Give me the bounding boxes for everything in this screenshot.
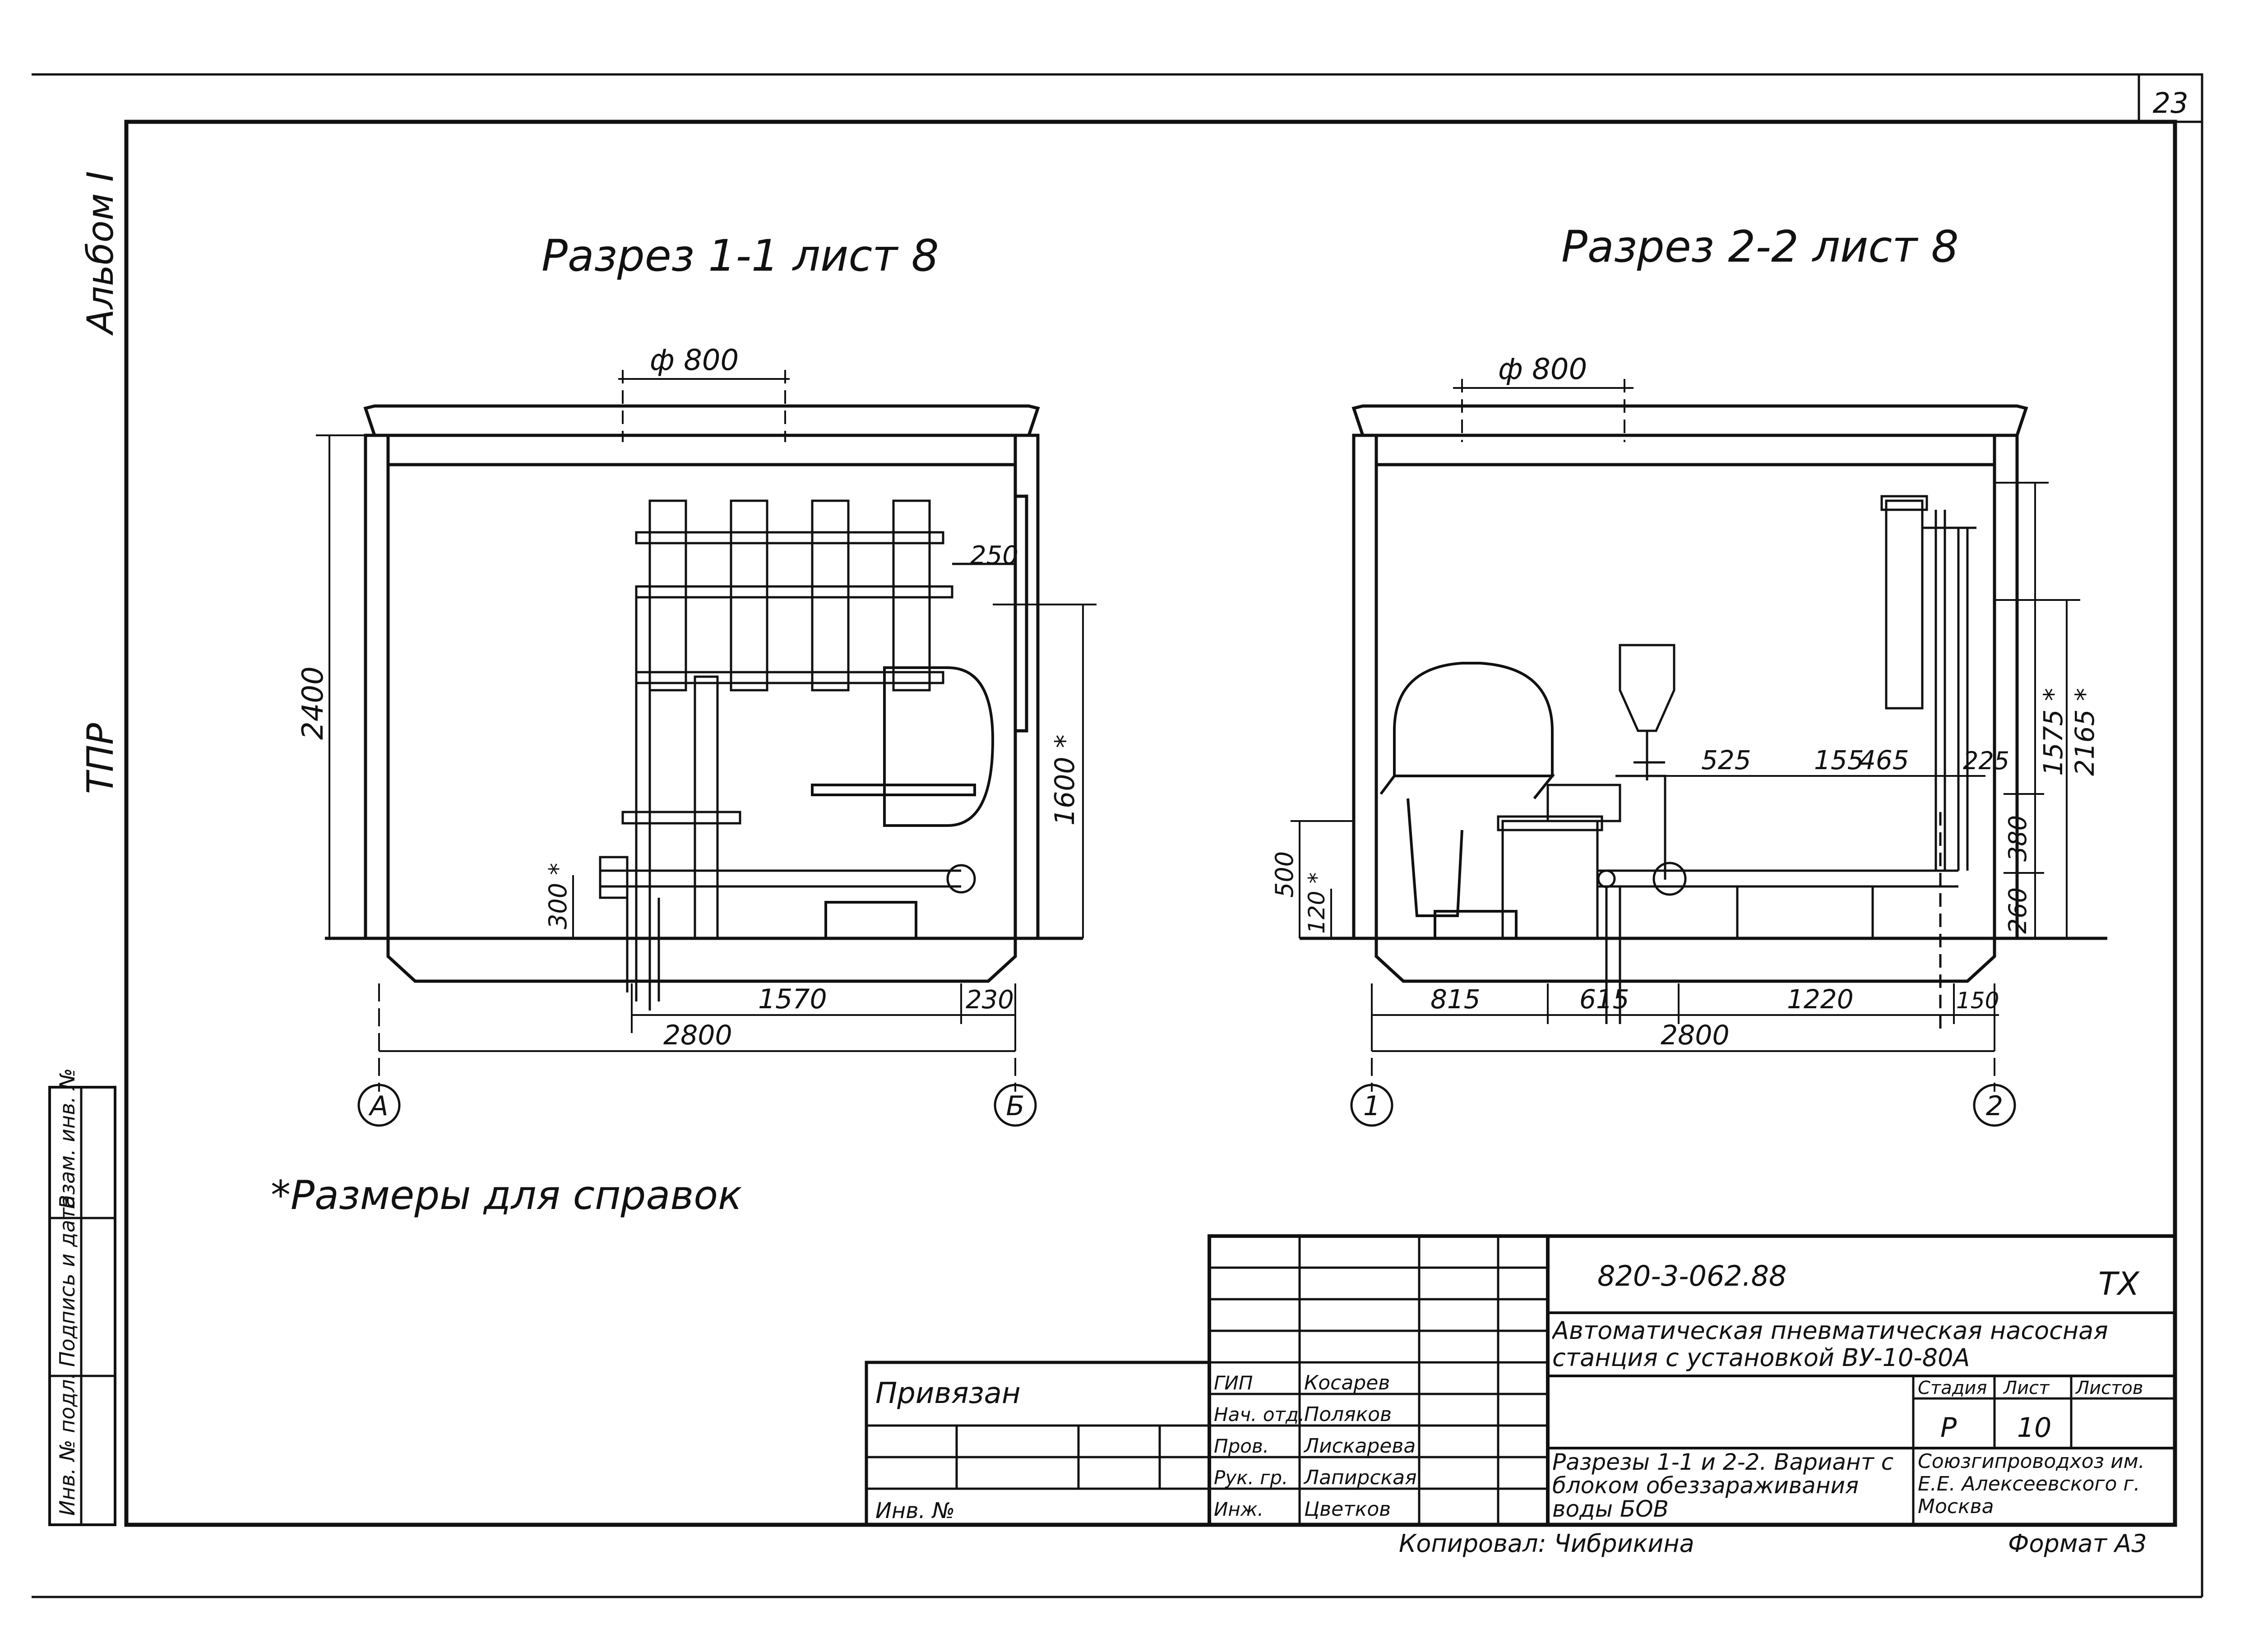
dim-2800-label-2: 2800 bbox=[1661, 1020, 1730, 1051]
dim-2400: 2400 bbox=[296, 434, 366, 938]
project-title: Автоматическая пневматическая насосная с… bbox=[1552, 1317, 2108, 1372]
axis-bubbles-2-2: 1 2 bbox=[1350, 1084, 2016, 1127]
axis-b-label: Б bbox=[1006, 1090, 1024, 1122]
pressure-tank-2-2 bbox=[1379, 662, 1555, 940]
dim-2800-label: 2800 bbox=[663, 1020, 732, 1051]
dim-155-label: 155 bbox=[1814, 745, 1864, 775]
dim-615-label: 615 bbox=[1579, 984, 1629, 1015]
dim-120-label: 120 * bbox=[1304, 872, 1330, 934]
section-1-1: Разрез 1-1 лист 8 bbox=[296, 231, 1097, 1127]
dim-230-label: 230 bbox=[966, 985, 1014, 1015]
dim-815-label: 815 bbox=[1430, 984, 1481, 1015]
axis-1-label: 1 bbox=[1363, 1090, 1380, 1122]
dim-225-label: 225 bbox=[1963, 747, 2009, 775]
role-check: Пров. bbox=[1214, 1435, 1269, 1457]
sheet-format: Формат А3 bbox=[2008, 1529, 2147, 1558]
dim-500-label: 500 bbox=[1270, 851, 1299, 898]
name-4: Лапирская bbox=[1303, 1466, 1417, 1489]
doc-code: 820-3-062.88 bbox=[1597, 1260, 1786, 1292]
pipeline-2-2 bbox=[1597, 862, 1958, 1024]
dim-300-label: 300 * bbox=[544, 863, 572, 929]
stamp-replacing-inv: Взам. инв. № bbox=[55, 1068, 79, 1209]
axis-a-label: А bbox=[368, 1090, 388, 1122]
axis-2-label: 2 bbox=[1986, 1090, 2003, 1122]
album-label: Альбом I bbox=[79, 171, 121, 336]
dim-260-label: 260 bbox=[2004, 887, 2032, 934]
dim-525-label: 525 bbox=[1701, 745, 1751, 775]
dim-phi-label: ф 800 bbox=[650, 344, 739, 377]
dim-1600-label: 1600 * bbox=[1049, 734, 1081, 826]
doc-mark: ТХ bbox=[2098, 1265, 2140, 1302]
dim-phi-800-1-1: ф 800 bbox=[618, 344, 790, 442]
disinfection-unit bbox=[1497, 644, 1675, 940]
dim-380-label: 380 bbox=[2004, 815, 2032, 862]
sheet-number-value: 10 bbox=[2017, 1412, 2051, 1444]
stamp-inv-original: Инв. № подл. bbox=[55, 1373, 79, 1516]
dim-right-2-2: 1575 * 2165 * 380 260 bbox=[1994, 482, 2100, 938]
series-label: ТПР bbox=[79, 723, 121, 794]
sheet-number: 23 bbox=[2153, 87, 2189, 120]
filter-column-2-2 bbox=[1880, 495, 1976, 1029]
dim-1575-label: 1575 * bbox=[2038, 688, 2069, 776]
stage-label: Стадия bbox=[1918, 1378, 1987, 1398]
role-lead: Рук. гр. bbox=[1214, 1467, 1288, 1489]
stage-value: Р bbox=[1940, 1412, 1957, 1444]
dim-bottom-1-1: 1570 230 2800 bbox=[378, 983, 1016, 1092]
dim-top-row-2-2: 525 155 465 225 bbox=[1643, 745, 2009, 777]
dim-1600: 250 1600 * bbox=[970, 541, 1097, 938]
name-2: Поляков bbox=[1304, 1403, 1392, 1426]
organization: Союзгипроводхоз им. Е.Е. Алексеевского г… bbox=[1918, 1450, 2145, 1518]
dim-300: 300 * bbox=[544, 863, 574, 938]
filter-columns bbox=[621, 499, 1015, 940]
dim-2400-label: 2400 bbox=[296, 666, 330, 740]
section-2-2: Разрез 2-2 лист 8 bbox=[1270, 221, 2107, 1127]
dim-left-2-2: 500 120 * bbox=[1270, 820, 1354, 938]
building-outline-2-2 bbox=[1300, 404, 2107, 983]
stamp-signature-date: Подпись и дата bbox=[55, 1195, 79, 1367]
dim-phi-800-2-2: ф 800 bbox=[1453, 353, 1634, 442]
section-2-2-title: Разрез 2-2 лист 8 bbox=[1561, 221, 1959, 272]
sheet-label: Лист bbox=[2003, 1378, 2050, 1398]
sheets-label: Листов bbox=[2075, 1378, 2143, 1398]
role-gip: ГИП bbox=[1214, 1372, 1253, 1394]
dim-1220-label: 1220 bbox=[1787, 984, 1854, 1015]
dim-150-label: 150 bbox=[1956, 988, 1999, 1014]
axis-bubbles-1-1: А Б bbox=[357, 1084, 1037, 1127]
name-3: Лискарева bbox=[1303, 1435, 1416, 1458]
dim-2165-label: 2165 * bbox=[2069, 688, 2100, 776]
dim-bottom-2-2: 815 615 1220 150 2800 bbox=[1371, 983, 1999, 1092]
dim-1570-label: 1570 bbox=[758, 983, 827, 1015]
name-5: Цветков bbox=[1304, 1498, 1391, 1521]
name-1: Косарев bbox=[1304, 1371, 1390, 1394]
pressure-tank-1-1 bbox=[811, 666, 995, 940]
dim-250-label: 250 bbox=[970, 541, 1018, 570]
sheet-title: Разрезы 1-1 и 2-2. Вариант с блоком обез… bbox=[1552, 1450, 1894, 1522]
role-eng: Инж. bbox=[1214, 1498, 1263, 1520]
building-outline-1-1 bbox=[325, 404, 1083, 983]
pipeline-1-1 bbox=[599, 856, 976, 1011]
side-stamp: Инв. № подл. Подпись и дата Взам. инв. № bbox=[48, 1068, 116, 1526]
bound-label: Привязан bbox=[875, 1377, 1021, 1410]
role-head: Нач. отд. bbox=[1214, 1403, 1305, 1426]
title-block: 820-3-062.88 ТХ Автоматическая пневматич… bbox=[865, 1234, 2177, 1527]
reference-note: *Размеры для справок bbox=[271, 1172, 742, 1218]
dim-phi-label-2: ф 800 bbox=[1498, 353, 1587, 386]
dim-465-label: 465 bbox=[1859, 745, 1909, 775]
inv-label: Инв. № bbox=[875, 1498, 955, 1523]
copied-by: Копировал: Чибрикина bbox=[1399, 1529, 1694, 1558]
section-1-1-title: Разрез 1-1 лист 8 bbox=[541, 231, 939, 281]
